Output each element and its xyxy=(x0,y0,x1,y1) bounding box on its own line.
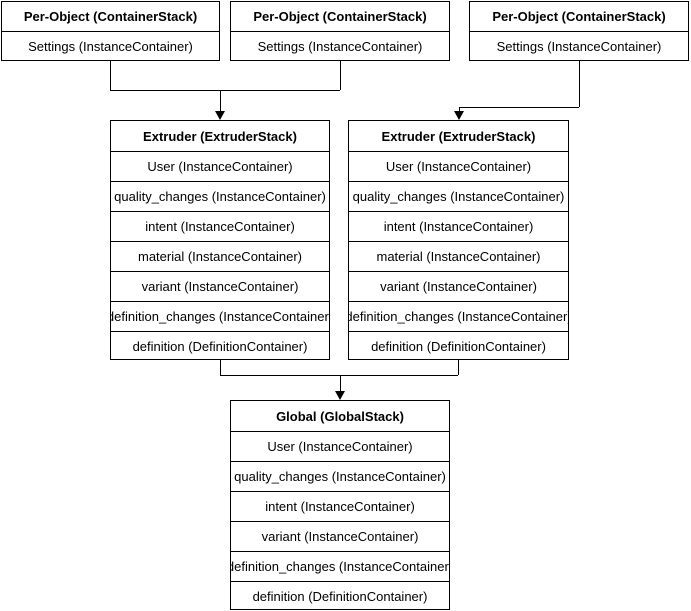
node-row: material (InstanceContainer) xyxy=(349,241,568,271)
node-header: Extruder (ExtruderStack) xyxy=(381,128,536,144)
node-per-object-3[interactable]: Per-Object (ContainerStack) Settings (In… xyxy=(469,1,689,61)
node-row: intent (InstanceContainer) xyxy=(111,211,329,241)
node-row: variant (InstanceContainer) xyxy=(349,271,568,301)
node-row: intent (InstanceContainer) xyxy=(231,491,449,521)
arrowhead-extruder2 xyxy=(454,111,464,120)
node-row: material (InstanceContainer) xyxy=(111,241,329,271)
node-row: definition_changes (InstanceContainer) xyxy=(111,301,329,331)
node-row: definition_changes (InstanceContainer) xyxy=(349,301,568,331)
node-row: quality_changes (InstanceContainer) xyxy=(231,461,449,491)
node-header: Extruder (ExtruderStack) xyxy=(143,128,297,144)
arrowhead-global xyxy=(335,391,345,400)
node-per-object-1[interactable]: Per-Object (ContainerStack) Settings (In… xyxy=(1,1,220,61)
node-row: variant (InstanceContainer) xyxy=(111,271,329,301)
edge-join-extruder1 xyxy=(110,90,340,91)
node-global[interactable]: Global (GlobalStack) User (InstanceConta… xyxy=(230,400,450,610)
node-row: intent (InstanceContainer) xyxy=(349,211,568,241)
edge-join-extruder2 xyxy=(459,107,579,108)
node-row: User (InstanceContainer) xyxy=(231,431,449,461)
edge-perobject1-down xyxy=(110,61,111,90)
node-row: definition_changes (InstanceContainer) xyxy=(231,551,449,581)
node-row: User (InstanceContainer) xyxy=(111,151,329,181)
node-row: variant (InstanceContainer) xyxy=(231,521,449,551)
node-row: definition (DefinitionContainer) xyxy=(231,581,449,611)
node-row: User (InstanceContainer) xyxy=(349,151,568,181)
node-row: definition (DefinitionContainer) xyxy=(111,331,329,361)
node-row: definition (DefinitionContainer) xyxy=(349,331,568,361)
node-row: Settings (InstanceContainer) xyxy=(2,31,219,60)
edge-extruder1-down xyxy=(220,360,221,375)
node-header: Per-Object (ContainerStack) xyxy=(253,9,427,24)
edge-drop-global xyxy=(340,375,341,395)
node-header: Per-Object (ContainerStack) xyxy=(23,9,198,24)
node-row: quality_changes (InstanceContainer) xyxy=(111,181,329,211)
edge-drop-extruder1 xyxy=(220,90,221,115)
node-header: Global (GlobalStack) xyxy=(276,408,404,424)
node-row: Settings (InstanceContainer) xyxy=(231,31,449,60)
node-header: Per-Object (ContainerStack) xyxy=(492,9,666,24)
arrowhead-extruder1 xyxy=(215,111,225,120)
edge-perobject3-down xyxy=(579,61,580,107)
node-extruder-2[interactable]: Extruder (ExtruderStack) User (InstanceC… xyxy=(348,120,569,360)
node-extruder-1[interactable]: Extruder (ExtruderStack) User (InstanceC… xyxy=(110,120,330,360)
edge-extruder2-down xyxy=(458,360,459,375)
edge-perobject2-down xyxy=(340,61,341,90)
node-row: Settings (InstanceContainer) xyxy=(470,31,688,60)
node-row: quality_changes (InstanceContainer) xyxy=(349,181,568,211)
node-per-object-2[interactable]: Per-Object (ContainerStack) Settings (In… xyxy=(230,1,450,61)
edge-join-global xyxy=(220,375,458,376)
